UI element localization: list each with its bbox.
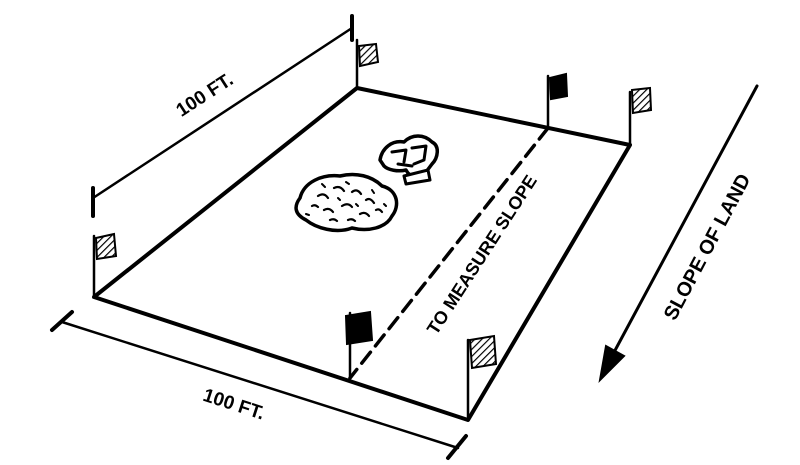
hatched-flag-icon: [94, 232, 118, 261]
bottom-dimension-line: [60, 320, 460, 450]
solid-flag-icon: [548, 72, 569, 101]
slope-arrow-shaft: [610, 84, 759, 358]
plot-outline: [92, 86, 632, 422]
measure-slope-line: [348, 126, 550, 380]
solid-flag-icon: [344, 310, 374, 346]
slope-of-land-label: SLOPE OF LAND: [660, 170, 756, 324]
top-dimension-label: 100 FT.: [173, 69, 238, 121]
hatched-flag-icon: [357, 42, 380, 68]
hatched-flag-icon: [468, 334, 498, 370]
bottom-dimension-tick-left: [50, 310, 74, 332]
top-dimension-line: [91, 26, 354, 200]
slope-arrow-head: [598, 344, 626, 383]
plant-clump-icon: [378, 134, 439, 186]
bottom-dimension-tick-right: [446, 434, 468, 460]
hatched-flag-icon: [630, 86, 653, 115]
bottom-dimension-label: 100 FT.: [200, 385, 267, 425]
measure-slope-label: TO MEASURE SLOPE: [423, 171, 541, 338]
rock-cluster-icon: [294, 172, 399, 233]
